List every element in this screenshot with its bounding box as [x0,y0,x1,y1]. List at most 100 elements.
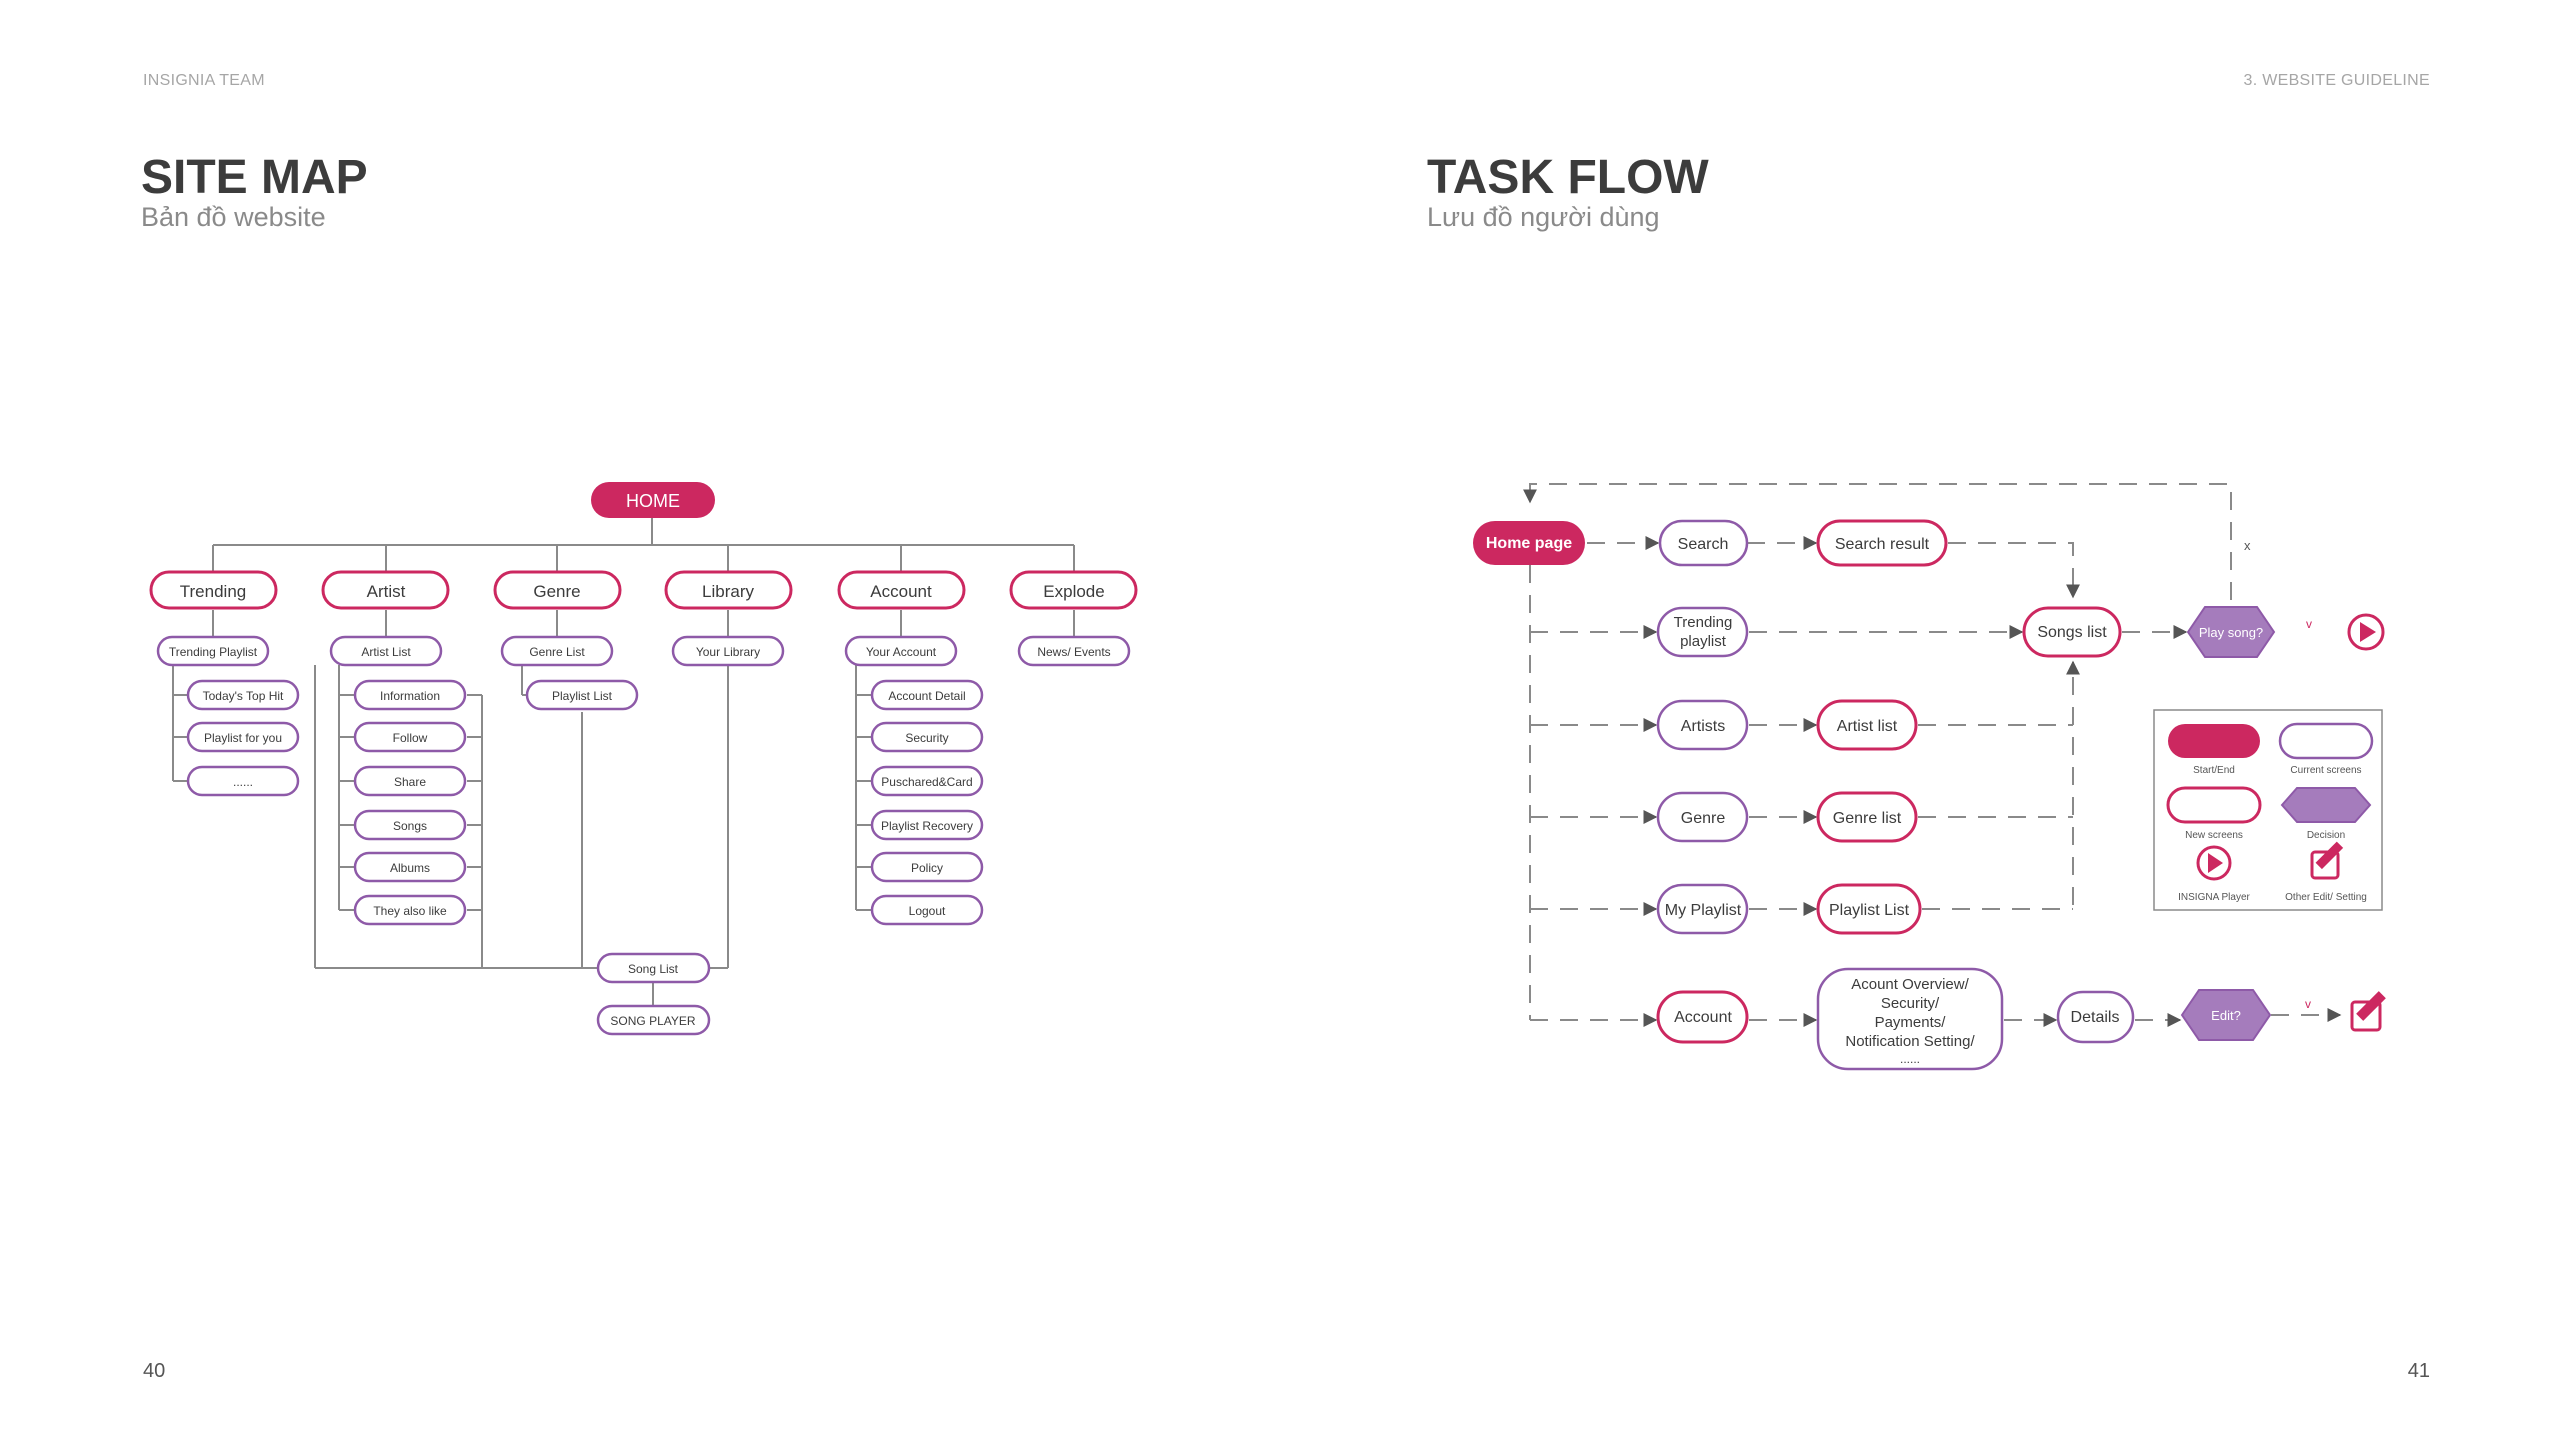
sitemap-title: SITE MAP [141,151,368,204]
node-label: Songs list [2037,624,2107,641]
node-label: Artists [1681,718,1725,735]
category-label: Library [702,582,754,601]
taskflow-search[interactable]: Search [1658,519,1749,567]
node-label: Your Library [696,645,760,659]
node-label: Play song? [2199,625,2263,640]
sitemap-artist-item[interactable]: Albums [353,851,467,883]
play-icon[interactable] [2347,613,2385,651]
sitemap-node-your-library[interactable]: Your Library [671,635,785,667]
sitemap-category-explode[interactable]: Explode [1009,570,1138,610]
sitemap-node-artist-list[interactable]: Artist List [329,635,443,667]
sitemap-category-trending[interactable]: Trending [149,570,278,610]
node-label: Your Account [866,645,937,659]
taskflow-subtitle: Lưu đồ người dùng [1427,202,1660,232]
category-label: Artist [367,582,406,601]
sitemap-node-news-events[interactable]: News/ Events [1017,635,1131,667]
legend-label: INSIGNA Player [2178,892,2250,903]
legend-label: Start/End [2193,765,2235,776]
node-label: Details [2071,1009,2120,1026]
sitemap-artist-item[interactable]: They also like [353,894,467,926]
edit-icon[interactable] [2350,991,2386,1032]
node-label: Acount Overview/ [1851,976,1969,993]
sitemap-account-item[interactable]: Account Detail [870,679,984,711]
sitemap-category-genre[interactable]: Genre [493,570,622,610]
node-label: Payments/ [1875,1014,1947,1031]
taskflow-home-page[interactable]: Home page [1473,521,1585,565]
sitemap-node-your-account[interactable]: Your Account [844,635,958,667]
node-label: ...... [233,775,253,789]
node-label: Security [905,731,948,745]
node-label: Playlist List [1829,902,1910,919]
taskflow-connectors [1523,483,2342,1027]
sitemap-node-trending-playlist[interactable]: Trending Playlist [156,635,270,667]
taskflow-artists[interactable]: Artists [1656,699,1749,751]
node-label: My Playlist [1665,902,1742,919]
taskflow-decision-edit[interactable]: Edit? [2180,989,2272,1041]
node-label: Account [1674,1009,1732,1026]
taskflow-title: TASK FLOW [1427,151,1709,204]
node-label: Artist list [1837,718,1898,735]
node-label: Playlist List [552,689,613,703]
sitemap-song-list[interactable]: Song List [596,952,711,984]
node-label: Today's Top Hit [203,689,284,703]
taskflow-artist-list[interactable]: Artist list [1816,699,1918,751]
node-label: Notification Setting/ [1845,1033,1975,1050]
sitemap-trending-item[interactable]: Playlist for you [186,721,300,753]
taskflow-genre-list[interactable]: Genre list [1816,791,1918,843]
legend-label: Other Edit/ Setting [2285,892,2367,903]
node-label: Albums [390,861,430,875]
taskflow-decision-play-song[interactable]: Play song? [2186,606,2276,658]
taskflow-account-overview[interactable]: Acount Overview/ Security/ Payments/ Not… [1816,967,2004,1071]
sitemap-artist-item[interactable]: Share [353,765,467,797]
sitemap-account-item[interactable]: Security [870,721,984,753]
sitemap-artist-item[interactable]: Follow [353,721,467,753]
taskflow-account[interactable]: Account [1656,990,1749,1044]
node-label: Puschared&Card [881,775,972,789]
sitemap-home-node[interactable]: HOME [591,482,715,518]
legend-label: New screens [2185,830,2243,841]
taskflow-genre[interactable]: Genre [1656,791,1749,843]
category-label: Account [870,582,932,601]
sitemap-account-item[interactable]: Puschared&Card [870,765,984,797]
node-label: Edit? [2211,1008,2241,1023]
taskflow-my-playlist[interactable]: My Playlist [1656,883,1749,935]
sitemap-category-account[interactable]: Account [837,570,966,610]
node-label: Genre [1681,810,1726,827]
taskflow-trending-playlist[interactable]: Trending playlist [1656,606,1749,658]
node-label: Genre list [1833,810,1902,827]
sitemap-account-item[interactable]: Policy [870,851,984,883]
sitemap-song-player[interactable]: SONG PLAYER [596,1004,711,1036]
legend-decision: Decision [2280,787,2372,841]
sitemap-category-library[interactable]: Library [664,570,793,610]
node-label: Search [1678,536,1729,553]
node-label: Search result [1835,536,1930,553]
sitemap-account-item[interactable]: Playlist Recovery [870,809,984,841]
sitemap-trending-item[interactable]: ...... [186,765,300,797]
node-label: ...... [1900,1052,1920,1066]
page-number-left: 40 [143,1360,166,1382]
sitemap-artist-item[interactable]: Information [353,679,467,711]
header-right: 3. WEBSITE GUIDELINE [2243,72,2430,89]
sitemap-category-artist[interactable]: Artist [321,570,450,610]
legend-edit-icon: Other Edit/ Setting [2285,841,2367,903]
taskflow-details[interactable]: Details [2056,990,2135,1044]
node-label: News/ Events [1037,645,1110,659]
sitemap-account-item[interactable]: Logout [870,894,984,926]
node-label: Follow [393,731,428,745]
sitemap-nodes: HOME Trending Artist Genre Library Accou… [149,482,1138,1036]
node-label: Songs [393,819,427,833]
taskflow-songs-list[interactable]: Songs list [2022,606,2122,658]
node-label: Security/ [1881,995,1940,1012]
sitemap-node-genre-list[interactable]: Genre List [500,635,614,667]
page-number-right: 41 [2407,1360,2430,1382]
legend-current-screens: Current screens [2278,722,2374,776]
sitemap-artist-item[interactable]: Songs [353,809,467,841]
node-label: Trending [1674,614,1733,631]
sitemap-genre-item[interactable]: Playlist List [525,679,639,711]
taskflow-playlist-list[interactable]: Playlist List [1816,883,1922,935]
node-label: Home page [1486,535,1572,552]
taskflow-search-result[interactable]: Search result [1816,519,1948,567]
category-label: Explode [1043,582,1104,601]
sitemap-trending-item[interactable]: Today's Top Hit [186,679,300,711]
